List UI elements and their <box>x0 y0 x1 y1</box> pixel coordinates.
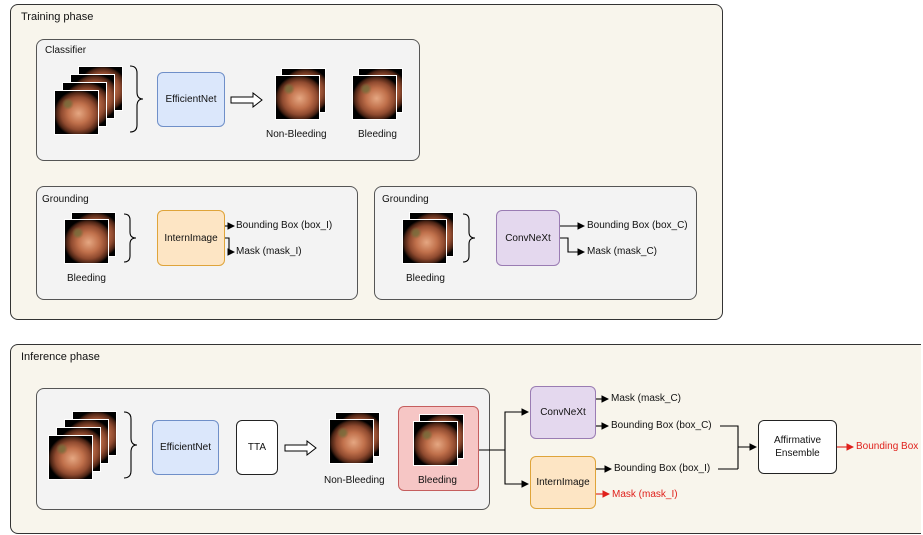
grounding-left-brace <box>123 213 137 263</box>
classifier-input-image-4 <box>54 90 99 135</box>
inference-convnext-mask-output: Mask (mask_C) <box>611 393 682 404</box>
inference-phase-title: Inference phase <box>21 351 100 363</box>
grounding-left-box-output: Bounding Box (box_I) <box>236 220 333 231</box>
inference-brace <box>123 411 138 479</box>
affirmative-ensemble-box: Affirmative Ensemble <box>758 420 837 474</box>
inference-convnext-box: ConvNeXt <box>530 386 596 439</box>
grounding-right-convnext-box: ConvNeXt <box>496 210 560 266</box>
inference-bleeding-image-2 <box>413 421 458 466</box>
inference-internimage-box: InternImage <box>530 456 596 509</box>
grounding-right-box-output: Bounding Box (box_C) <box>587 220 688 231</box>
classifier-efficientnet-box: EfficientNet <box>157 72 225 127</box>
grounding-left-title: Grounding <box>42 194 89 205</box>
grounding-right-title: Grounding <box>382 194 429 205</box>
training-phase-title: Training phase <box>21 11 94 23</box>
classifier-brace <box>129 65 144 133</box>
inference-convnext-box-output: Bounding Box (box_C) <box>611 420 712 431</box>
tta-box: TTA <box>236 420 278 475</box>
grounding-left-internimage-box: InternImage <box>157 210 225 266</box>
inference-bleeding-label: Bleeding <box>418 475 457 486</box>
inference-input-image-4 <box>48 435 93 480</box>
inference-non-bleeding-label: Non-Bleeding <box>324 475 385 486</box>
inference-hollow-arrow <box>284 439 317 457</box>
grounding-right-brace <box>462 213 476 263</box>
grounding-left-input-image-2 <box>64 219 109 264</box>
grounding-right-input-label: Bleeding <box>406 273 445 284</box>
bleeding-output-image-2 <box>352 75 397 120</box>
grounding-right-input-image-2 <box>402 219 447 264</box>
classifier-hollow-arrow <box>230 91 263 109</box>
classifier-bleeding-label: Bleeding <box>358 129 397 140</box>
inference-internimage-mask-output: Mask (mask_I) <box>612 489 678 500</box>
classifier-title: Classifier <box>45 45 87 56</box>
final-bounding-box-output: Bounding Box <box>856 441 919 452</box>
inference-non-bleeding-image-2 <box>329 419 374 464</box>
inference-efficientnet-box: EfficientNet <box>152 420 219 475</box>
inference-internimage-box-output: Bounding Box (box_I) <box>614 463 711 474</box>
grounding-left-mask-output: Mask (mask_I) <box>236 246 302 257</box>
grounding-right-mask-output: Mask (mask_C) <box>587 246 658 257</box>
non-bleeding-output-image-2 <box>275 75 320 120</box>
grounding-left-input-label: Bleeding <box>67 273 106 284</box>
classifier-non-bleeding-label: Non-Bleeding <box>266 129 327 140</box>
